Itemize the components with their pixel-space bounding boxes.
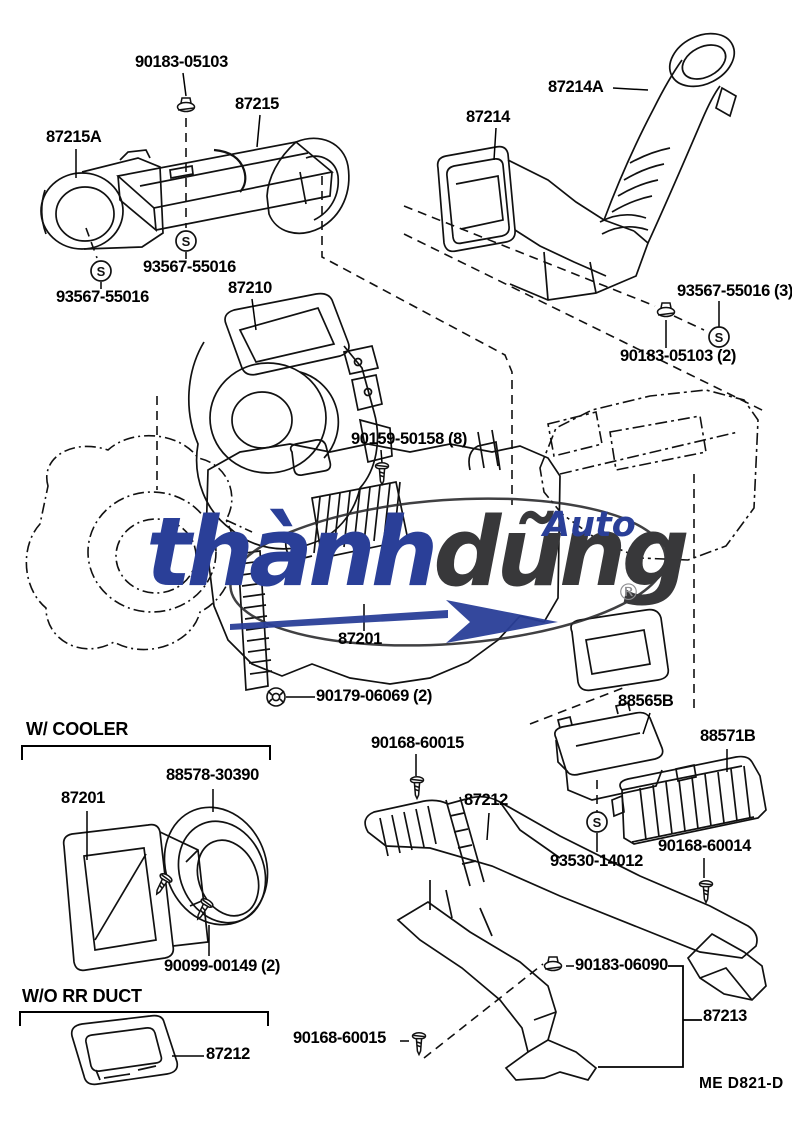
register-88571b-drawing: [611, 755, 767, 845]
part-label-90183-06090: 90183-06090: [575, 956, 668, 974]
part-label-87215: 87215: [235, 95, 279, 113]
part-label-87214: 87214: [466, 108, 510, 126]
part-label-90099-00149: 90099-00149 (2): [164, 957, 281, 975]
part-label-90168-60015-bottom: 90168-60015: [293, 1029, 386, 1047]
part-label-93567-55016-center: 93567-55016: [143, 258, 236, 276]
part-label-87210: 87210: [228, 279, 272, 297]
s-fastener-symbol: S: [715, 330, 724, 345]
part-label-90183-05103: 90183-05103: [135, 53, 228, 71]
part-label-87213: 87213: [703, 1007, 747, 1025]
duct-87212-small-drawing: [70, 1014, 179, 1086]
duct-87212-drawing: [364, 795, 758, 959]
part-label-88565b: 88565B: [618, 692, 674, 710]
duct-87214a-drawing: [599, 32, 738, 244]
part-label-93530-14012: 93530-14012: [550, 852, 643, 870]
part-label-93567-55016-left: 93567-55016: [56, 288, 149, 306]
part-label-90159-50158: 90159-50158 (8): [351, 430, 468, 448]
part-label-90168-60014: 90168-60014: [658, 837, 751, 855]
part-label-88571b: 88571B: [700, 727, 756, 745]
part-label-87215a: 87215A: [46, 128, 102, 146]
part-label-90179-06069: 90179-06069 (2): [316, 687, 433, 705]
section-label-without-rear-duct: W/O RR DUCT: [22, 986, 142, 1006]
phantom-reference-lines: [85, 118, 767, 1059]
duct-87214-drawing: [436, 145, 649, 301]
duct-87201-cooler-drawing: [62, 823, 209, 972]
fastener-symbols: S S S S: [90, 97, 730, 1056]
s-fastener-symbol: S: [97, 264, 106, 279]
section-label-with-cooler: W/ COOLER: [26, 719, 129, 739]
duct-87215a-drawing: [40, 149, 164, 250]
part-label-88578-30390: 88578-30390: [166, 766, 259, 784]
s-fastener-symbol: S: [593, 815, 602, 830]
leader-lines: [19, 72, 728, 1068]
part-label-87212-small: 87212: [206, 1045, 250, 1063]
ring-88578-drawing: [163, 806, 269, 926]
part-label-90183-05103-2: 90183-05103 (2): [620, 347, 737, 365]
part-label-87212-mid: 87212: [464, 791, 508, 809]
part-label-87201-center: 87201: [338, 630, 382, 648]
part-label-87201-cooler: 87201: [61, 789, 105, 807]
duct-87215-drawing: [116, 137, 350, 235]
part-label-90168-60015-mid: 90168-60015: [371, 734, 464, 752]
duct-88565b-drawing: [554, 701, 664, 801]
drawing-code: ME D821-D: [699, 1075, 784, 1092]
part-label-93567-55016-right: 93567-55016 (3): [677, 282, 792, 300]
s-fastener-symbol: S: [182, 234, 191, 249]
duct-87213-drawing: [396, 880, 767, 1081]
part-label-87214a: 87214A: [548, 78, 604, 96]
nut-icon: [266, 687, 286, 707]
